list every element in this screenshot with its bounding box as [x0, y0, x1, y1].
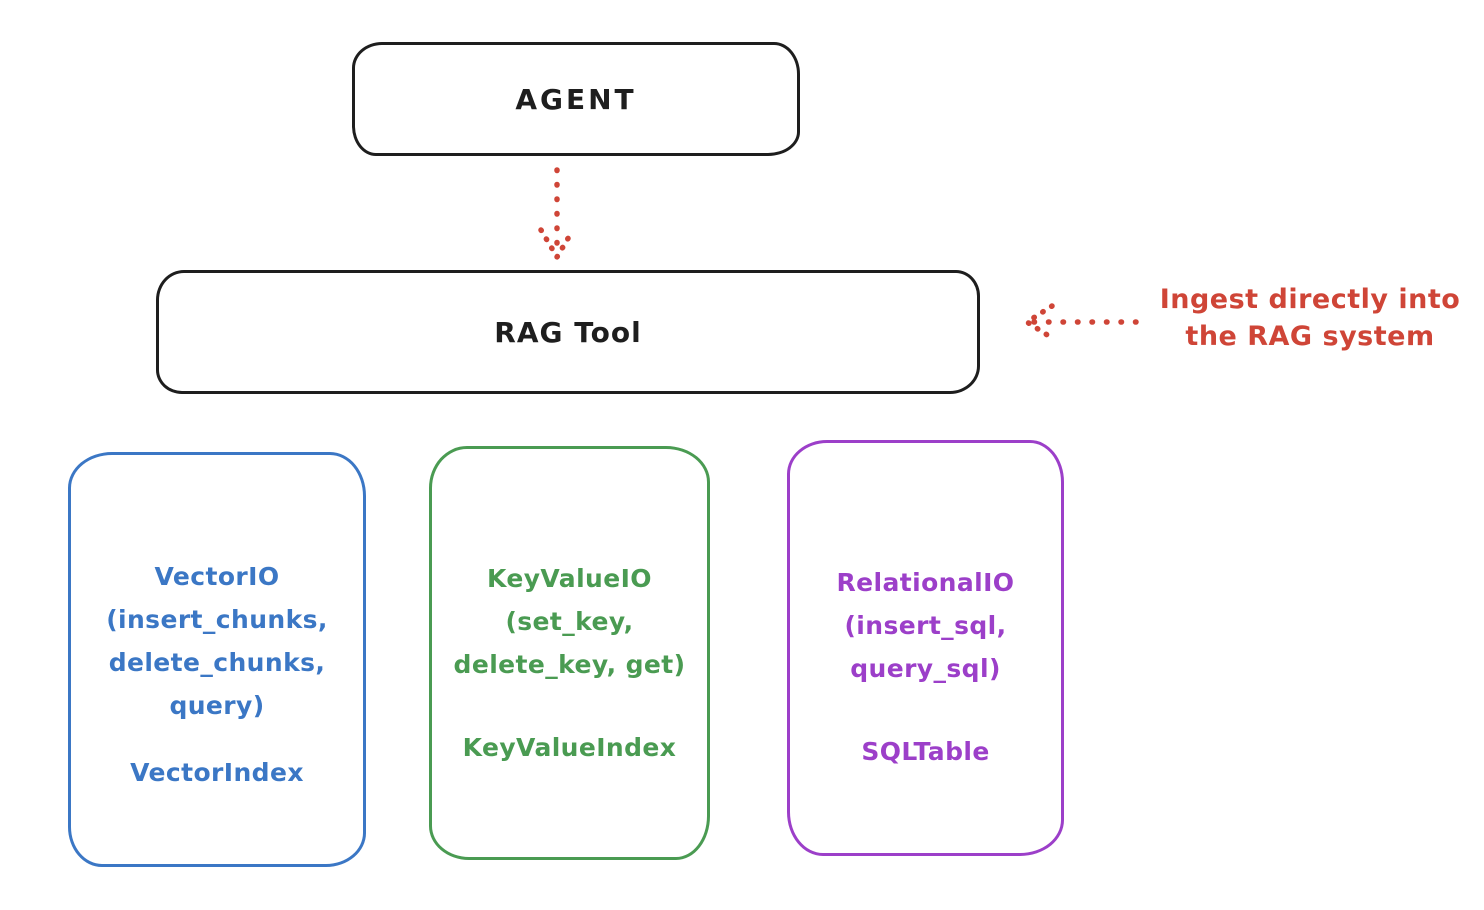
relational-io-node: RelationalIO (insert_sql, query_sql) SQL…: [787, 440, 1064, 856]
vector-io-line: delete_chunks,: [108, 648, 326, 677]
keyvalue-io-line: (set_key,: [505, 607, 634, 636]
dotted-arrow-left-icon: [1021, 303, 1139, 341]
vector-index-label: VectorIndex: [130, 758, 304, 787]
agent-node: AGENT: [352, 42, 800, 156]
relational-io-line: (insert_sql,: [844, 611, 1007, 640]
vector-io-line: VectorIO: [154, 562, 280, 591]
keyvalue-index-label: KeyValueIndex: [462, 733, 677, 762]
ingest-annotation-line2: the RAG system: [1185, 321, 1435, 352]
vector-io-node: VectorIO (insert_chunks, delete_chunks, …: [68, 452, 366, 867]
rag-tool-node: RAG Tool: [156, 270, 980, 394]
keyvalue-io-node: KeyValueIO (set_key, delete_key, get) Ke…: [429, 446, 710, 860]
vector-io-line: query): [169, 691, 265, 720]
relational-io-line: RelationalIO: [836, 568, 1015, 597]
keyvalue-io-line: KeyValueIO: [487, 564, 652, 593]
sql-table-label: SQLTable: [861, 737, 990, 766]
keyvalue-io-line: delete_key, get): [453, 650, 686, 679]
ingest-annotation: Ingest directly into the RAG system: [1142, 281, 1478, 355]
ingest-annotation-line1: Ingest directly into: [1159, 284, 1461, 315]
rag-tool-label: RAG Tool: [494, 315, 642, 349]
dotted-arrow-down-icon: [538, 167, 576, 263]
relational-io-line: query_sql): [850, 654, 1001, 683]
agent-label: AGENT: [515, 82, 637, 116]
vector-io-line: (insert_chunks,: [106, 605, 328, 634]
